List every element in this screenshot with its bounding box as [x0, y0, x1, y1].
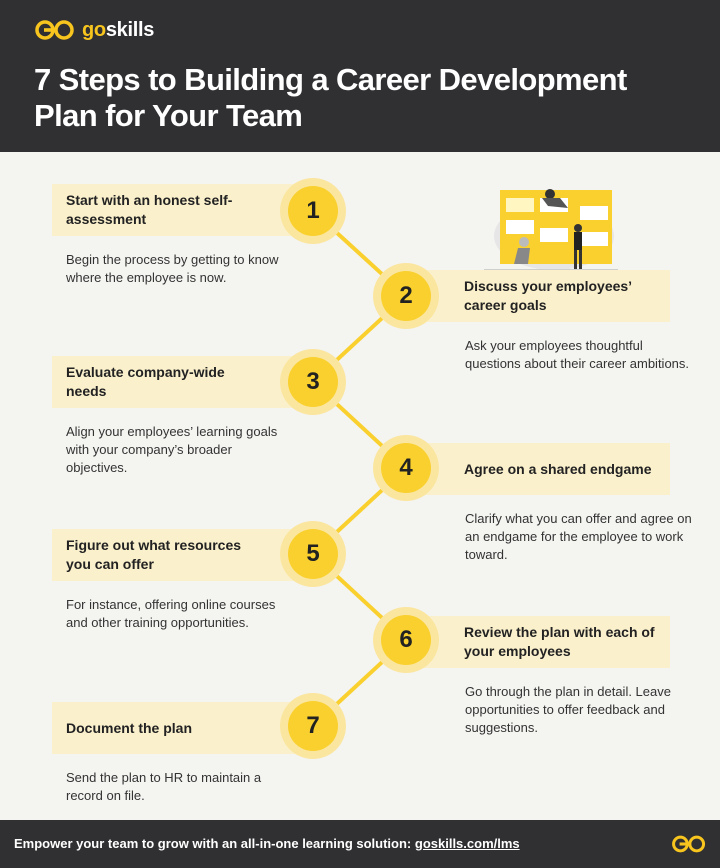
step-1-description: Begin the process by getting to know whe…	[66, 252, 279, 285]
step-6-description: Go through the plan in detail. Leave opp…	[465, 684, 671, 735]
step-6-number-badge: 6	[373, 607, 439, 673]
step-5-number-badge: 5	[280, 521, 346, 587]
header-banner: goskills 7 Steps to Building a Career De…	[0, 0, 720, 152]
infinity-logo-icon	[672, 835, 706, 853]
step-3-title: Evaluate company-wide needs	[66, 364, 225, 399]
step-7-description: Send the plan to HR to maintain a record…	[66, 770, 262, 803]
step-5-title: Figure out what resources you can offer	[66, 537, 242, 572]
step-3-number-badge: 3	[280, 349, 346, 415]
team-collaboration-illustration	[484, 189, 618, 271]
step-1-number-badge: 1	[280, 178, 346, 244]
step-4-number: 4	[381, 443, 431, 493]
footer-lms-link[interactable]: goskills.com/lms	[414, 836, 520, 851]
step-6-number: 6	[381, 615, 431, 665]
step-4-panel: Agree on a shared endgame	[408, 443, 670, 495]
step-1-panel: Start with an honest self-assessment	[52, 184, 314, 236]
page-title: 7 Steps to Building a Career Development…	[34, 62, 627, 133]
step-2-number: 2	[381, 271, 431, 321]
step-4-description: Clarify what you can offer and agree on …	[465, 511, 692, 562]
footer-cta: Empower your team to grow with an all-in…	[14, 836, 520, 852]
step-6-panel: Review the plan with each of your employ…	[408, 616, 670, 668]
infinity-logo-icon	[35, 20, 74, 40]
logo-go-text: go	[82, 19, 106, 41]
step-2-number-badge: 2	[373, 263, 439, 329]
footer-cta-text: Empower your team to grow with an all-in…	[14, 836, 412, 851]
step-7-panel: Document the plan	[52, 702, 314, 754]
step-1-number: 1	[288, 186, 338, 236]
step-4-title: Agree on a shared endgame	[464, 460, 652, 477]
step-7-title: Document the plan	[66, 719, 193, 736]
goskills-logo[interactable]: goskills	[34, 19, 154, 41]
step-7-number: 7	[288, 701, 338, 751]
step-4-number-badge: 4	[373, 435, 439, 501]
step-5-number: 5	[288, 529, 338, 579]
logo-wordmark: goskills	[82, 19, 154, 41]
step-3-description: Align your employees’ learning goals wit…	[66, 424, 278, 475]
step-3-panel: Evaluate company-wide needs	[52, 356, 314, 408]
step-2-title: Discuss your employees’ career goals	[464, 278, 632, 313]
step-5-description: For instance, offering online courses an…	[66, 597, 276, 630]
logo-skills-text: skills	[105, 19, 155, 41]
step-5-panel: Figure out what resources you can offer	[52, 529, 314, 581]
step-6-title: Review the plan with each of your employ…	[464, 624, 655, 659]
footer-bar: Empower your team to grow with an all-in…	[0, 820, 720, 868]
step-3-number: 3	[288, 357, 338, 407]
step-2-panel: Discuss your employees’ career goals	[408, 270, 670, 322]
step-7-number-badge: 7	[280, 693, 346, 759]
step-1-title: Start with an honest self-assessment	[66, 192, 233, 227]
step-2-description: Ask your employees thoughtful questions …	[465, 338, 690, 371]
